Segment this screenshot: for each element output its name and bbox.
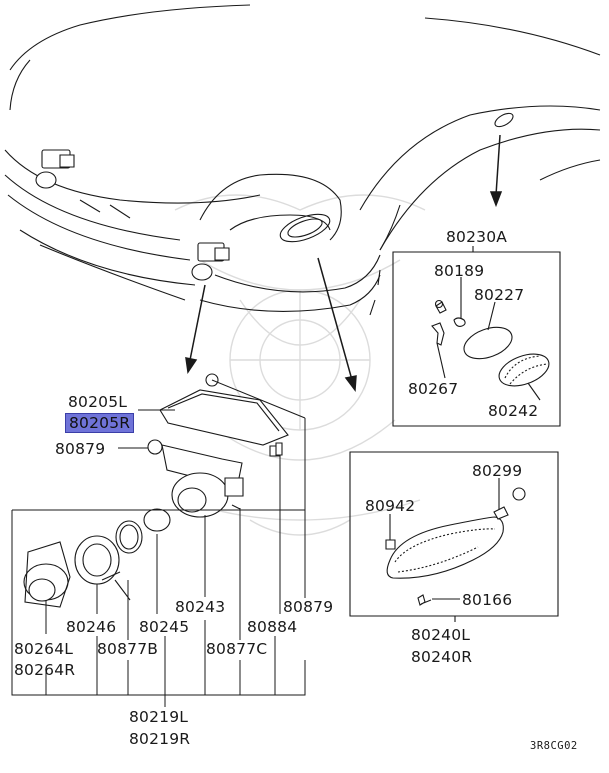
diagram-code: 3R8CG02: [530, 740, 578, 752]
arrows: [186, 135, 501, 390]
label-80942[interactable]: 80942: [365, 497, 416, 515]
label-80879-right[interactable]: 80879: [283, 598, 334, 616]
label-80240R[interactable]: 80240R: [411, 648, 473, 666]
label-80240L[interactable]: 80240L: [411, 626, 471, 644]
label-80243[interactable]: 80243: [175, 598, 226, 616]
label-80205L[interactable]: 80205L: [68, 393, 128, 411]
label-80189[interactable]: 80189: [434, 262, 485, 280]
label-80242[interactable]: 80242: [488, 402, 539, 420]
car-body-outline: [5, 5, 600, 315]
leader-lines: [12, 380, 305, 707]
label-80205R-highlighted[interactable]: 80205R: [65, 413, 135, 433]
turn-lamp-group: [350, 452, 558, 622]
side-marker-group: [393, 246, 560, 426]
label-80884[interactable]: 80884: [247, 618, 298, 636]
label-80245[interactable]: 80245: [139, 618, 190, 636]
label-80877B[interactable]: 80877B: [97, 640, 159, 658]
label-80879-left[interactable]: 80879: [55, 440, 106, 458]
label-80246[interactable]: 80246: [66, 618, 117, 636]
label-80219L[interactable]: 80219L: [129, 708, 189, 726]
label-80299[interactable]: 80299: [472, 462, 523, 480]
label-80227[interactable]: 80227: [474, 286, 525, 304]
label-80230A[interactable]: 80230A: [446, 228, 508, 246]
label-80219R[interactable]: 80219R: [129, 730, 191, 748]
label-80877C[interactable]: 80877C: [206, 640, 268, 658]
watermark-emblem: [175, 195, 425, 535]
label-80267[interactable]: 80267: [408, 380, 459, 398]
bumper-fog-lamps: [36, 150, 229, 280]
label-80264R[interactable]: 80264R: [14, 661, 76, 679]
label-80166[interactable]: 80166: [462, 591, 513, 609]
label-80264L[interactable]: 80264L: [14, 640, 74, 658]
fog-lamp-assembly: [24, 374, 288, 607]
